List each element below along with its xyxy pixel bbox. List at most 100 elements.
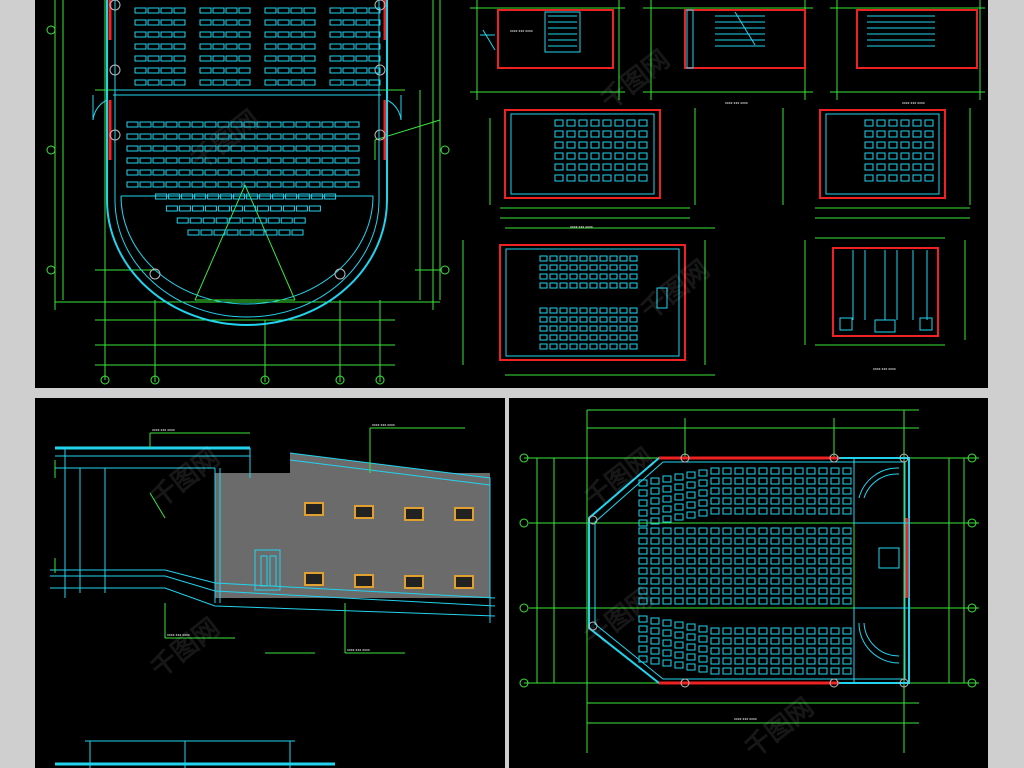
seat (308, 145, 321, 152)
seat (243, 205, 256, 212)
seat (782, 667, 792, 675)
seat (662, 505, 672, 513)
seat (758, 497, 768, 505)
seat (924, 174, 934, 182)
seat (638, 163, 648, 171)
seat (782, 637, 792, 645)
seat (842, 507, 852, 515)
seat (662, 587, 672, 595)
seat (256, 205, 269, 212)
seat (569, 316, 578, 323)
seat (147, 31, 160, 38)
seat (554, 152, 564, 160)
seat (368, 7, 381, 14)
seat (638, 499, 648, 507)
seat (686, 597, 696, 605)
seat (212, 31, 225, 38)
seat (746, 477, 756, 485)
seat (770, 667, 780, 675)
seat (264, 43, 277, 50)
seat (321, 169, 334, 176)
seat (569, 325, 578, 332)
seat (710, 487, 720, 495)
seat (794, 587, 804, 595)
seat (589, 316, 598, 323)
seat (734, 577, 744, 585)
seat (758, 537, 768, 545)
seat (734, 507, 744, 515)
seat (842, 657, 852, 665)
drawing-panel-bottom-right: xxxx xxx xxxx 千图网 千图网 千图网 (509, 398, 988, 768)
seat (686, 511, 696, 519)
seat (207, 193, 220, 200)
seat (590, 130, 600, 138)
seat (686, 643, 696, 651)
seat (686, 653, 696, 661)
seat (295, 181, 308, 188)
seat (912, 141, 922, 149)
seat (746, 527, 756, 535)
seat (770, 487, 780, 495)
seat (173, 7, 186, 14)
seat (806, 587, 816, 595)
seat (674, 651, 684, 659)
seat (295, 157, 308, 164)
seat (626, 152, 636, 160)
seat (710, 547, 720, 555)
seat (225, 19, 238, 26)
seat (830, 577, 840, 585)
seat (619, 316, 628, 323)
seat (559, 273, 568, 280)
seat (770, 527, 780, 535)
seat (782, 477, 792, 485)
seat (818, 597, 828, 605)
seat (147, 43, 160, 50)
seat (830, 657, 840, 665)
seat (178, 121, 191, 128)
seat (710, 527, 720, 535)
seat (698, 557, 708, 565)
seat (674, 597, 684, 605)
seat (165, 157, 178, 164)
seat (770, 647, 780, 655)
seat (290, 31, 303, 38)
caption-lecture-room: xxxx xxx xxxx (570, 225, 593, 229)
seat (578, 130, 588, 138)
seat (566, 119, 576, 127)
seat (674, 567, 684, 575)
seat (758, 627, 768, 635)
stair-plan-c (830, 0, 985, 100)
seat (264, 67, 277, 74)
seat (746, 497, 756, 505)
seat (722, 467, 732, 475)
seat (686, 481, 696, 489)
seat (650, 587, 660, 595)
seat (204, 133, 217, 140)
seat (806, 557, 816, 565)
seat (638, 152, 648, 160)
seat (650, 527, 660, 535)
seat (806, 477, 816, 485)
seat (794, 597, 804, 605)
seat (864, 130, 874, 138)
seat (698, 537, 708, 545)
seat (650, 497, 660, 505)
seat (590, 174, 600, 182)
seat (758, 577, 768, 585)
seat (662, 659, 672, 667)
seat (165, 121, 178, 128)
seat (256, 157, 269, 164)
seat (722, 477, 732, 485)
seat (303, 7, 316, 14)
seat (539, 282, 548, 289)
seat (230, 121, 243, 128)
seat (295, 169, 308, 176)
seat (230, 133, 243, 140)
seat (238, 7, 251, 14)
seat (334, 169, 347, 176)
seat (609, 282, 618, 289)
seat (282, 145, 295, 152)
seat (794, 557, 804, 565)
seat (619, 264, 628, 271)
seat (734, 467, 744, 475)
